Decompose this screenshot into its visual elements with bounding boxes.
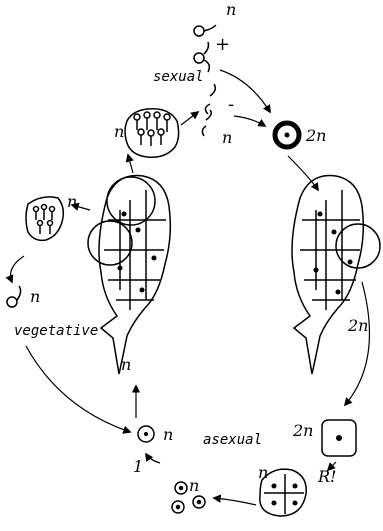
minus-sign: - bbox=[228, 94, 234, 115]
zygote-2n-label: 2n bbox=[305, 126, 326, 145]
zygote-icon bbox=[275, 123, 299, 147]
two-n-cell-label: 2n bbox=[292, 421, 313, 440]
vegetative-label: vegetative bbox=[14, 323, 98, 339]
gamete-minus-icon bbox=[202, 84, 215, 136]
n-tetrad-label: n bbox=[258, 463, 268, 482]
n-zoospore-label: n bbox=[30, 287, 40, 306]
n-vegetative-sporangium-label: n bbox=[67, 192, 77, 211]
one-label: 1 bbox=[133, 457, 143, 476]
diploid-cell-icon bbox=[322, 420, 356, 456]
single-cell-icon bbox=[138, 426, 154, 442]
two-n-right-label: 2n bbox=[347, 316, 368, 335]
n-gametes-label: n bbox=[222, 128, 232, 147]
zoospore-icon bbox=[7, 286, 21, 307]
vegetative-sporangium-icon bbox=[26, 197, 63, 240]
n-left-arrow-label: n bbox=[121, 355, 131, 374]
n-top-label: n bbox=[226, 0, 236, 19]
left-thallus-icon bbox=[88, 175, 170, 374]
n-sporangium-label: n bbox=[114, 122, 124, 141]
right-thallus-icon bbox=[292, 175, 380, 374]
gamete-plus-icon bbox=[194, 25, 216, 72]
sexual-label: sexual bbox=[153, 69, 204, 85]
meiosis-label: R! bbox=[317, 467, 336, 486]
asexual-label: asexual bbox=[203, 432, 262, 448]
n-spores-label: n bbox=[189, 476, 199, 495]
gametangium-icon bbox=[125, 109, 179, 158]
plus-sign: + bbox=[215, 34, 230, 55]
n-single-cell-label: n bbox=[163, 425, 173, 444]
